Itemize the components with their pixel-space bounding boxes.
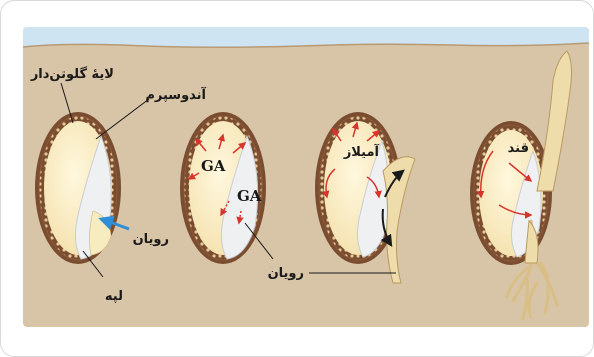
label-embryo-1: رویان — [133, 232, 169, 247]
label-ga-1: GA — [201, 157, 226, 175]
label-cotyledon: لپه — [105, 289, 123, 304]
label-aleurone-layer: لایهٔ گلوتن‌دار — [30, 66, 114, 82]
label-endosperm: آندوسپرم — [145, 86, 206, 103]
label-sugar: قند — [508, 141, 529, 156]
seed-1 — [35, 112, 121, 264]
label-amylase: آمیلاز — [343, 143, 380, 160]
label-ga-2: GA — [237, 187, 262, 205]
label-embryo-2: رویان — [268, 266, 304, 281]
